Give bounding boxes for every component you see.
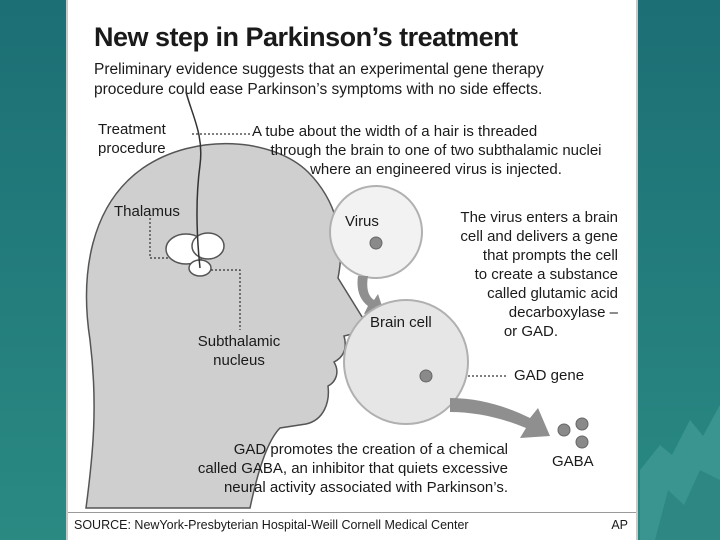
infographic-title: New step in Parkinson’s treatment — [94, 22, 518, 52]
tube-line — [185, 91, 202, 269]
illustration — [85, 91, 589, 509]
gad-gene-particle — [419, 369, 433, 383]
infographic-subtitle: Preliminary evidence suggests that an ex… — [94, 61, 544, 98]
gad-gene-label: GAD gene — [514, 367, 585, 384]
gaba-particle — [575, 435, 589, 449]
agency-credit: AP — [611, 518, 628, 532]
brain-cell-circle — [343, 299, 469, 425]
virus-particle — [369, 236, 383, 250]
infographic-panel: New step in Parkinson’s treatment Prelim… — [66, 0, 638, 540]
gaba-arrow — [450, 398, 550, 438]
treatment-procedure-label: Treatment procedure — [98, 121, 166, 157]
virus-arrow — [357, 276, 384, 314]
source-credit: SOURCE: NewYork-Presbyterian Hospital-We… — [74, 518, 469, 532]
subthalamic-nucleus-label: Subthalamic nucleus — [197, 333, 281, 369]
gad-note: GAD promotes the creation of a chemical … — [197, 441, 508, 496]
footer-rule — [68, 512, 636, 513]
virus-circle — [329, 185, 423, 279]
thalamus-label: Thalamus — [114, 203, 180, 220]
gaba-particle — [575, 417, 589, 431]
virus-note: The virus enters a brain cell and delive… — [460, 209, 618, 340]
virus-label: Virus — [345, 213, 379, 230]
gaba-label: GABA — [552, 453, 594, 470]
tube-note: A tube about the width of a hair is thre… — [252, 123, 602, 178]
gaba-particle — [557, 423, 571, 437]
brain-cell-label: Brain cell — [370, 314, 432, 331]
